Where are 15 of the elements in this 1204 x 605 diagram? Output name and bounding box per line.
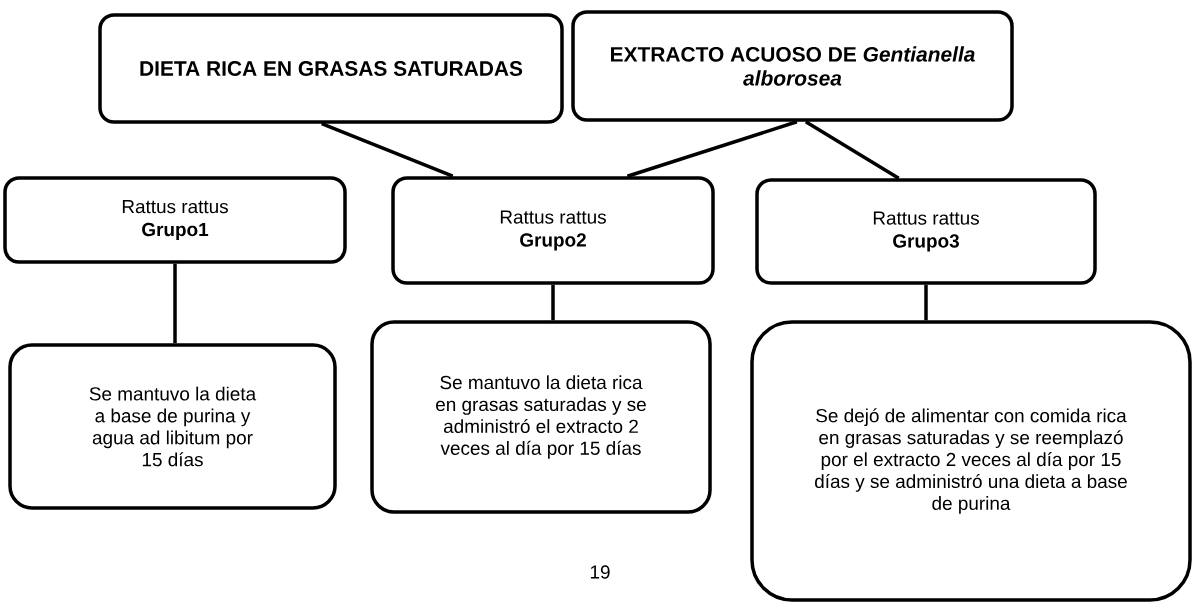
connector-line: [321, 122, 454, 178]
group-box: Rattus rattus Grupo3: [755, 178, 1097, 285]
heading-box: EXTRACTO ACUOSO DE Gentianella alborosea: [571, 10, 1014, 122]
group-box: Rattus rattus Grupo2: [391, 176, 715, 285]
heading-box: DIETA RICA EN GRASAS SATURADAS: [98, 13, 564, 124]
page-number: 19: [590, 565, 610, 579]
connector-line: [924, 284, 928, 321]
description-box: Se mantuvo la dieta rica en grasas saturadas y se administró el extracto 2 veces al día por 15 días: [370, 320, 712, 514]
group-box: Rattus rattus Grupo1: [3, 176, 347, 264]
description-box: Se dejó de alimentar con comida rica en grasas saturadas y se reemplazó por el extracto 2 veces al día por 15 días y se administró una dieta a base de purina: [750, 320, 1192, 602]
connector-line: [551, 284, 555, 321]
connector-line: [804, 120, 900, 180]
connector-line: [626, 120, 798, 178]
connector-line: [173, 263, 177, 344]
description-box: Se mantuvo la dieta a base de purina y agua ad libitum por 15 días: [8, 343, 337, 510]
